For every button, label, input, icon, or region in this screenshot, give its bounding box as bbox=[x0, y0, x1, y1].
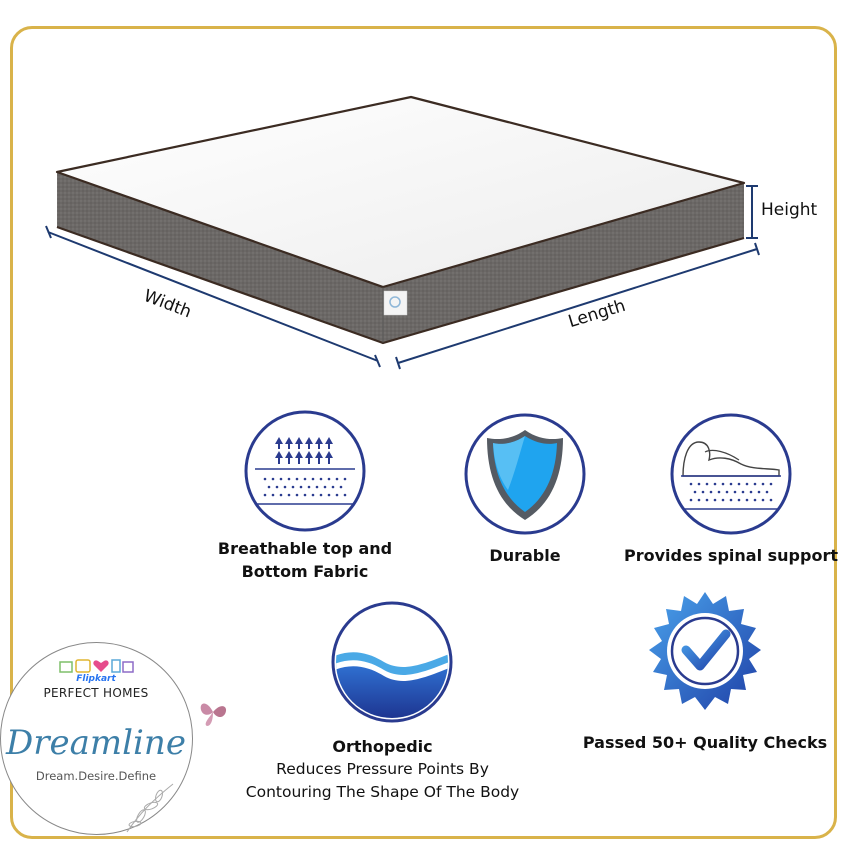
feature-breathable: Breathable top and Bottom Fabric bbox=[205, 537, 405, 583]
spinal-support-icon bbox=[670, 413, 792, 535]
feature-desc-line: Contouring The Shape Of The Body bbox=[245, 783, 520, 801]
breathable-fabric-icon bbox=[244, 410, 366, 532]
feature-title-line: Orthopedic bbox=[332, 737, 433, 756]
shield-icon bbox=[464, 413, 586, 535]
brand-tagline: Dream.Desire.Define bbox=[35, 769, 157, 783]
brand-badge: Flipkart PERFECT HOMES Dreamline Dream.D… bbox=[0, 642, 193, 835]
leaf-branch-icon bbox=[126, 783, 174, 833]
dimension-lines bbox=[45, 185, 760, 370]
feature-title-line: Breathable top and bbox=[217, 539, 393, 558]
mattress-illustration bbox=[55, 95, 746, 345]
brand-flipkart: Flipkart bbox=[76, 674, 116, 684]
height-label: Height bbox=[761, 200, 818, 220]
feature-orthopedic: Orthopedic Reduces Pressure Points By Co… bbox=[230, 735, 535, 804]
orthopedic-wave-icon bbox=[331, 601, 453, 723]
feature-quality-checks: Passed 50+ Quality Checks bbox=[575, 731, 835, 754]
butterfly-icon bbox=[200, 703, 227, 726]
brand-perfect-homes: PERFECT HOMES bbox=[43, 686, 149, 700]
gold-frame bbox=[10, 26, 837, 839]
furniture-icon-row bbox=[59, 659, 134, 673]
feature-title-line: Provides spinal support bbox=[624, 546, 838, 565]
quality-check-badge-icon bbox=[649, 592, 761, 710]
feature-title-line: Durable bbox=[489, 546, 561, 565]
feature-title-line: Passed 50+ Quality Checks bbox=[582, 733, 828, 752]
brand-dreamline: Dreamline bbox=[6, 723, 186, 763]
feature-spinal-support: Provides spinal support bbox=[621, 544, 841, 567]
feature-title-line: Bottom Fabric bbox=[241, 562, 369, 581]
feature-durable: Durable bbox=[455, 544, 595, 567]
feature-desc-line: Reduces Pressure Points By bbox=[276, 760, 489, 778]
